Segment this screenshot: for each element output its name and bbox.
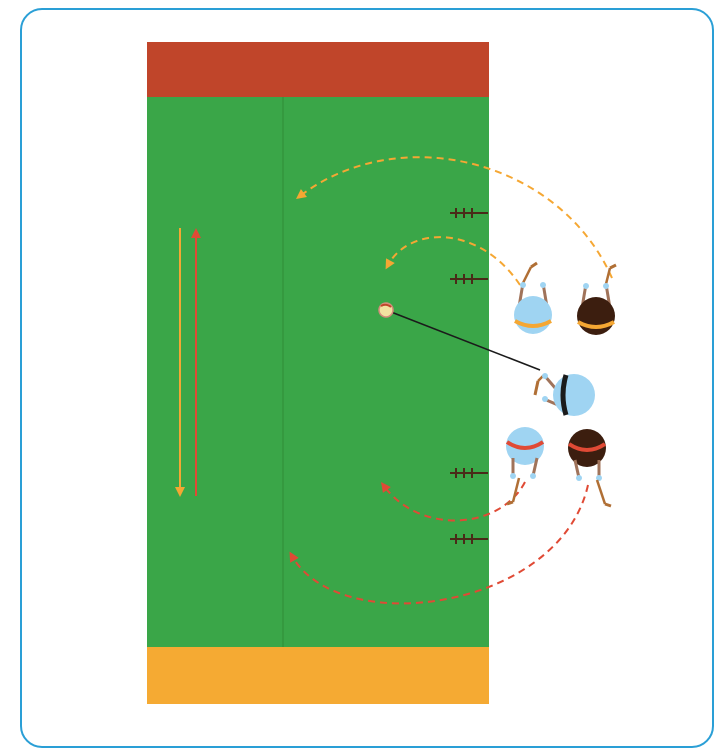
player-attacker-3 [506, 427, 544, 504]
player-attacker-4 [568, 429, 611, 506]
player-attacker-1 [514, 263, 552, 334]
playing-field [147, 97, 489, 647]
end-zone-bottom [147, 647, 489, 704]
player-passer [535, 373, 595, 416]
hockey-drill-diagram [0, 0, 728, 730]
end-zone-top [147, 42, 489, 97]
ball [379, 303, 393, 317]
